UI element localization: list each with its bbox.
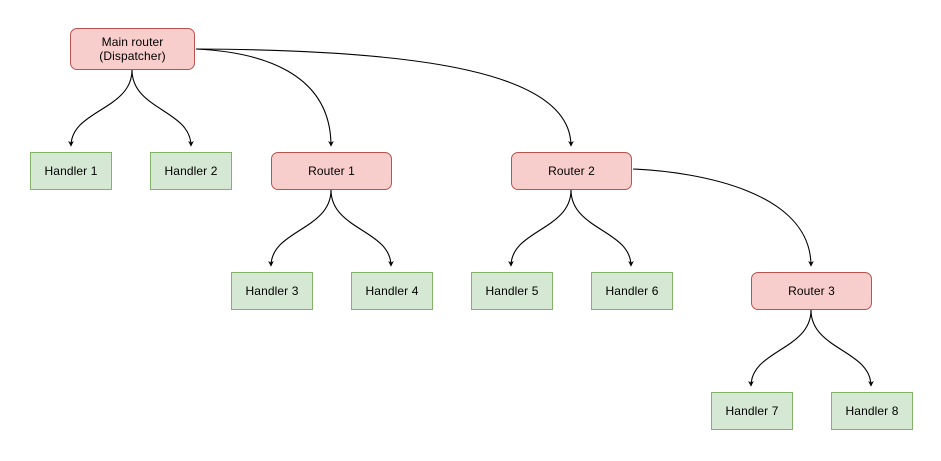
node-main-router[interactable]: Main router (Dispatcher) <box>70 28 195 70</box>
node-label-handler-1: Handler 1 <box>44 164 98 178</box>
edge-main-to-router-1 <box>195 48 334 147</box>
edge-router-3-to-handler-8 <box>810 309 874 387</box>
node-handler-3[interactable]: Handler 3 <box>231 272 313 310</box>
node-router-3[interactable]: Router 3 <box>751 272 872 310</box>
node-label-handler-6: Handler 6 <box>605 284 659 298</box>
node-handler-1[interactable]: Handler 1 <box>30 152 112 190</box>
node-label-handler-8: Handler 8 <box>845 404 899 418</box>
edge-router-2-to-router-3 <box>632 168 814 267</box>
node-label-handler-4: Handler 4 <box>365 284 419 298</box>
edge-router-2-to-handler-6 <box>570 189 634 267</box>
node-handler-6[interactable]: Handler 6 <box>591 272 673 310</box>
edge-router-1-to-handler-4 <box>330 189 394 267</box>
node-router-2[interactable]: Router 2 <box>511 152 632 190</box>
node-handler-5[interactable]: Handler 5 <box>471 272 553 310</box>
node-handler-7[interactable]: Handler 7 <box>711 392 793 430</box>
node-label-handler-5: Handler 5 <box>485 284 539 298</box>
node-handler-2[interactable]: Handler 2 <box>150 152 232 190</box>
edge-router-2-to-handler-5 <box>508 189 572 267</box>
node-label-main-router: Main router (Dispatcher) <box>99 35 166 63</box>
edge-router-1-to-handler-3 <box>268 189 332 267</box>
node-label-router-3: Router 3 <box>788 284 835 298</box>
edge-main-to-handler-1 <box>68 69 133 147</box>
edge-main-to-router-2 <box>195 48 574 147</box>
node-handler-4[interactable]: Handler 4 <box>351 272 433 310</box>
node-label-handler-2: Handler 2 <box>164 164 218 178</box>
node-label-handler-3: Handler 3 <box>245 284 299 298</box>
node-handler-8[interactable]: Handler 8 <box>831 392 913 430</box>
node-label-router-1: Router 1 <box>308 164 355 178</box>
node-router-1[interactable]: Router 1 <box>271 152 392 190</box>
edge-router-3-to-handler-7 <box>748 309 812 387</box>
node-label-router-2: Router 2 <box>548 164 595 178</box>
node-label-handler-7: Handler 7 <box>725 404 779 418</box>
edge-main-to-handler-2 <box>131 69 194 147</box>
edge-group <box>68 48 874 387</box>
